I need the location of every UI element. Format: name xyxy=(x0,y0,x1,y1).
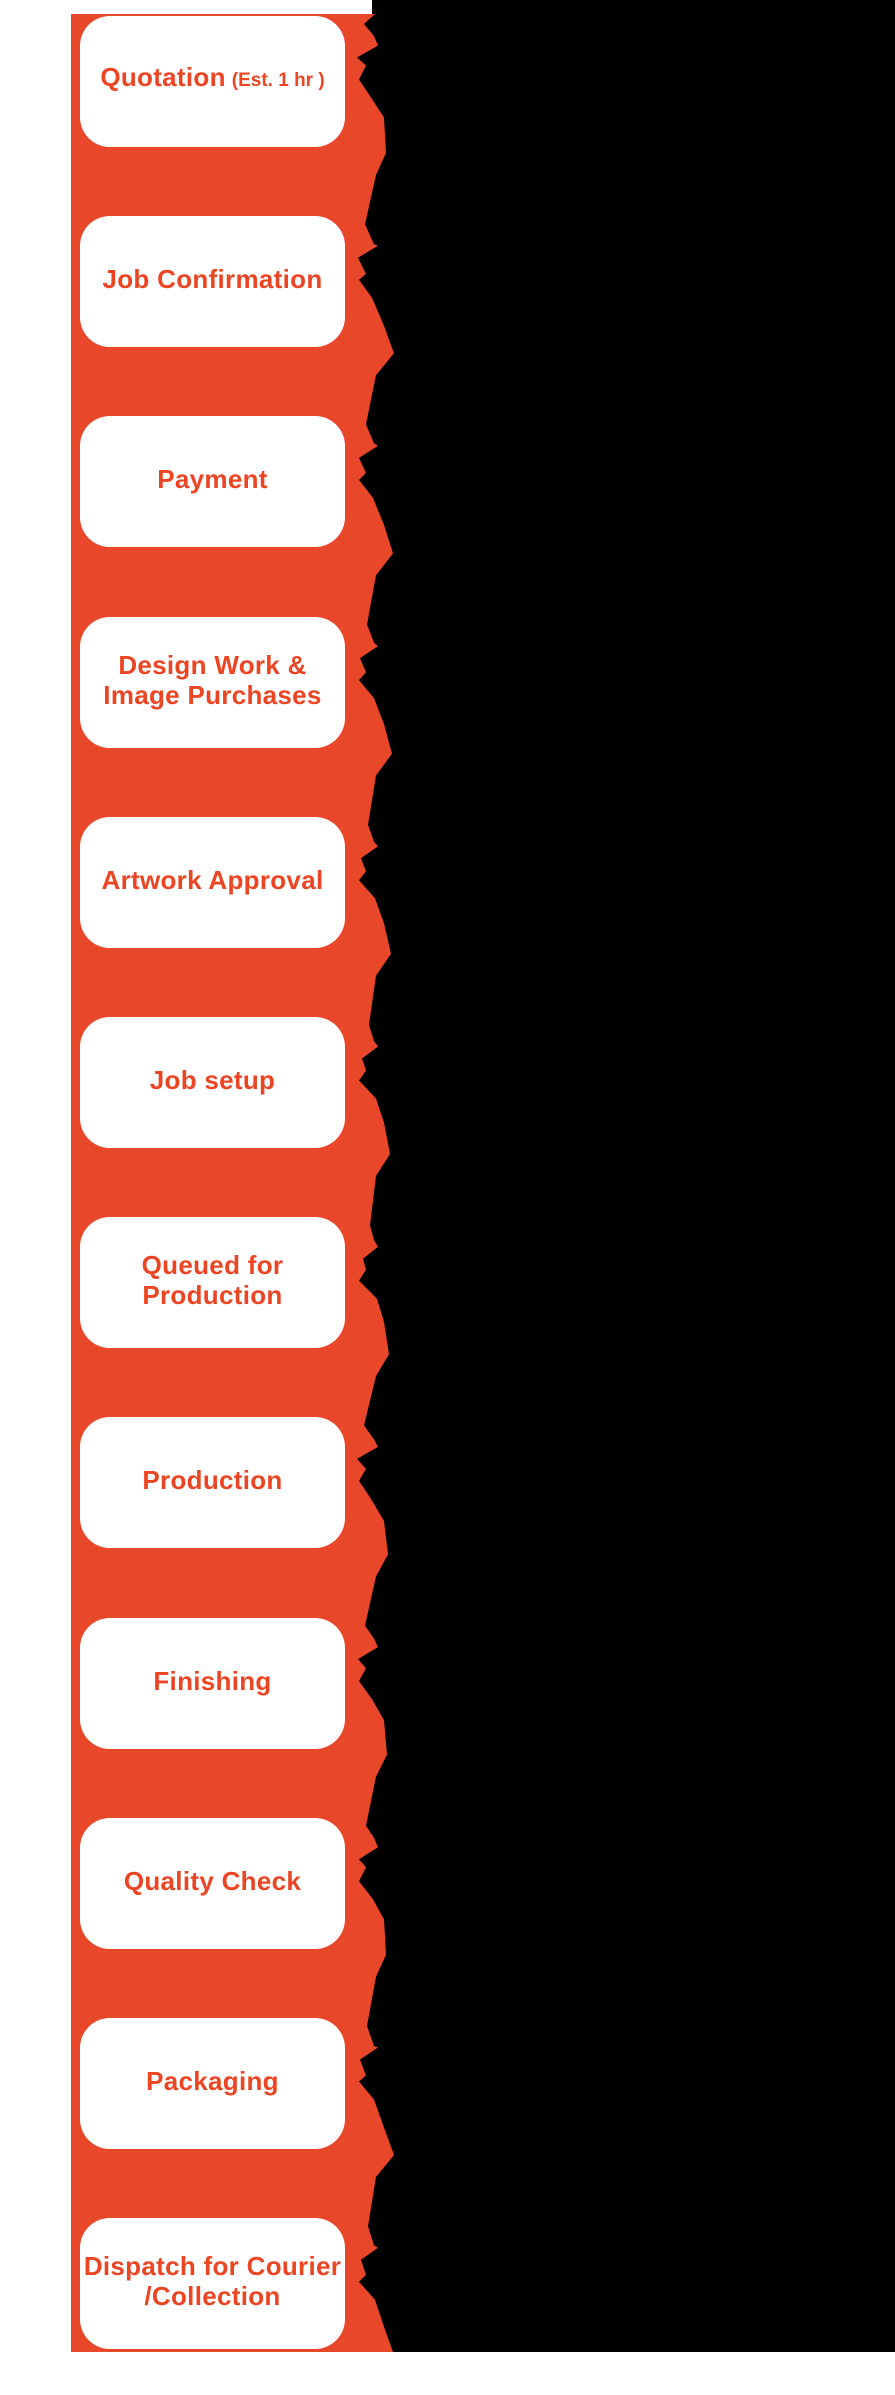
step-label-line: Payment xyxy=(157,463,268,494)
step-label-text: Quotation xyxy=(100,61,226,92)
step-label: Artwork Approval xyxy=(102,865,324,895)
step-label-line: Design Work & xyxy=(118,649,307,680)
step-label-line: Image Purchases xyxy=(103,679,322,710)
step-label-line: Production xyxy=(142,1464,283,1495)
step-box: Design Work &Image Purchases xyxy=(80,617,345,748)
step-box: Job setup xyxy=(80,1017,345,1148)
step-label: Design Work &Image Purchases xyxy=(103,650,321,710)
step-label-line: Artwork Approval xyxy=(101,864,324,895)
step-label: Dispatch for Courier/Collection xyxy=(84,2251,341,2311)
orange-band xyxy=(71,14,394,2352)
step-label-suffix: (Est. 1 hr ) xyxy=(231,69,325,91)
masked-black-region xyxy=(356,0,895,2352)
step-label-line: Dispatch for Courier xyxy=(83,2250,342,2281)
step-box: Finishing xyxy=(80,1618,345,1749)
step-label: Packaging xyxy=(146,2066,279,2096)
step-label: Finishing xyxy=(153,1666,271,1696)
step-label-line: Queued for xyxy=(141,1249,284,1280)
step-box: Quotation(Est. 1 hr ) xyxy=(80,16,345,147)
step-label-line: Quality Check xyxy=(123,1865,302,1896)
step-box: Dispatch for Courier/Collection xyxy=(80,2218,345,2349)
step-label-line: Job Confirmation xyxy=(102,263,323,294)
step-label: Production xyxy=(142,1465,282,1495)
step-label-line: Packaging xyxy=(146,2065,279,2096)
step-box: Payment xyxy=(80,416,345,547)
step-box: Artwork Approval xyxy=(80,817,345,948)
step-label: Quality Check xyxy=(124,1866,301,1896)
step-label-line: Quotation(Est. 1 hr ) xyxy=(100,62,324,96)
step-label-line: Production xyxy=(142,1279,283,1310)
step-label-line: Finishing xyxy=(153,1665,272,1696)
step-label: Quotation(Est. 1 hr ) xyxy=(100,62,324,96)
step-box: Packaging xyxy=(80,2018,345,2149)
step-box: Job Confirmation xyxy=(80,216,345,347)
step-label: Job Confirmation xyxy=(102,264,322,294)
step-label-line: /Collection xyxy=(144,2280,281,2311)
step-label-line: Job setup xyxy=(149,1064,276,1095)
step-label: Job setup xyxy=(150,1065,276,1095)
step-box: Production xyxy=(80,1417,345,1548)
step-box: Quality Check xyxy=(80,1818,345,1949)
step-label: Payment xyxy=(157,464,267,494)
